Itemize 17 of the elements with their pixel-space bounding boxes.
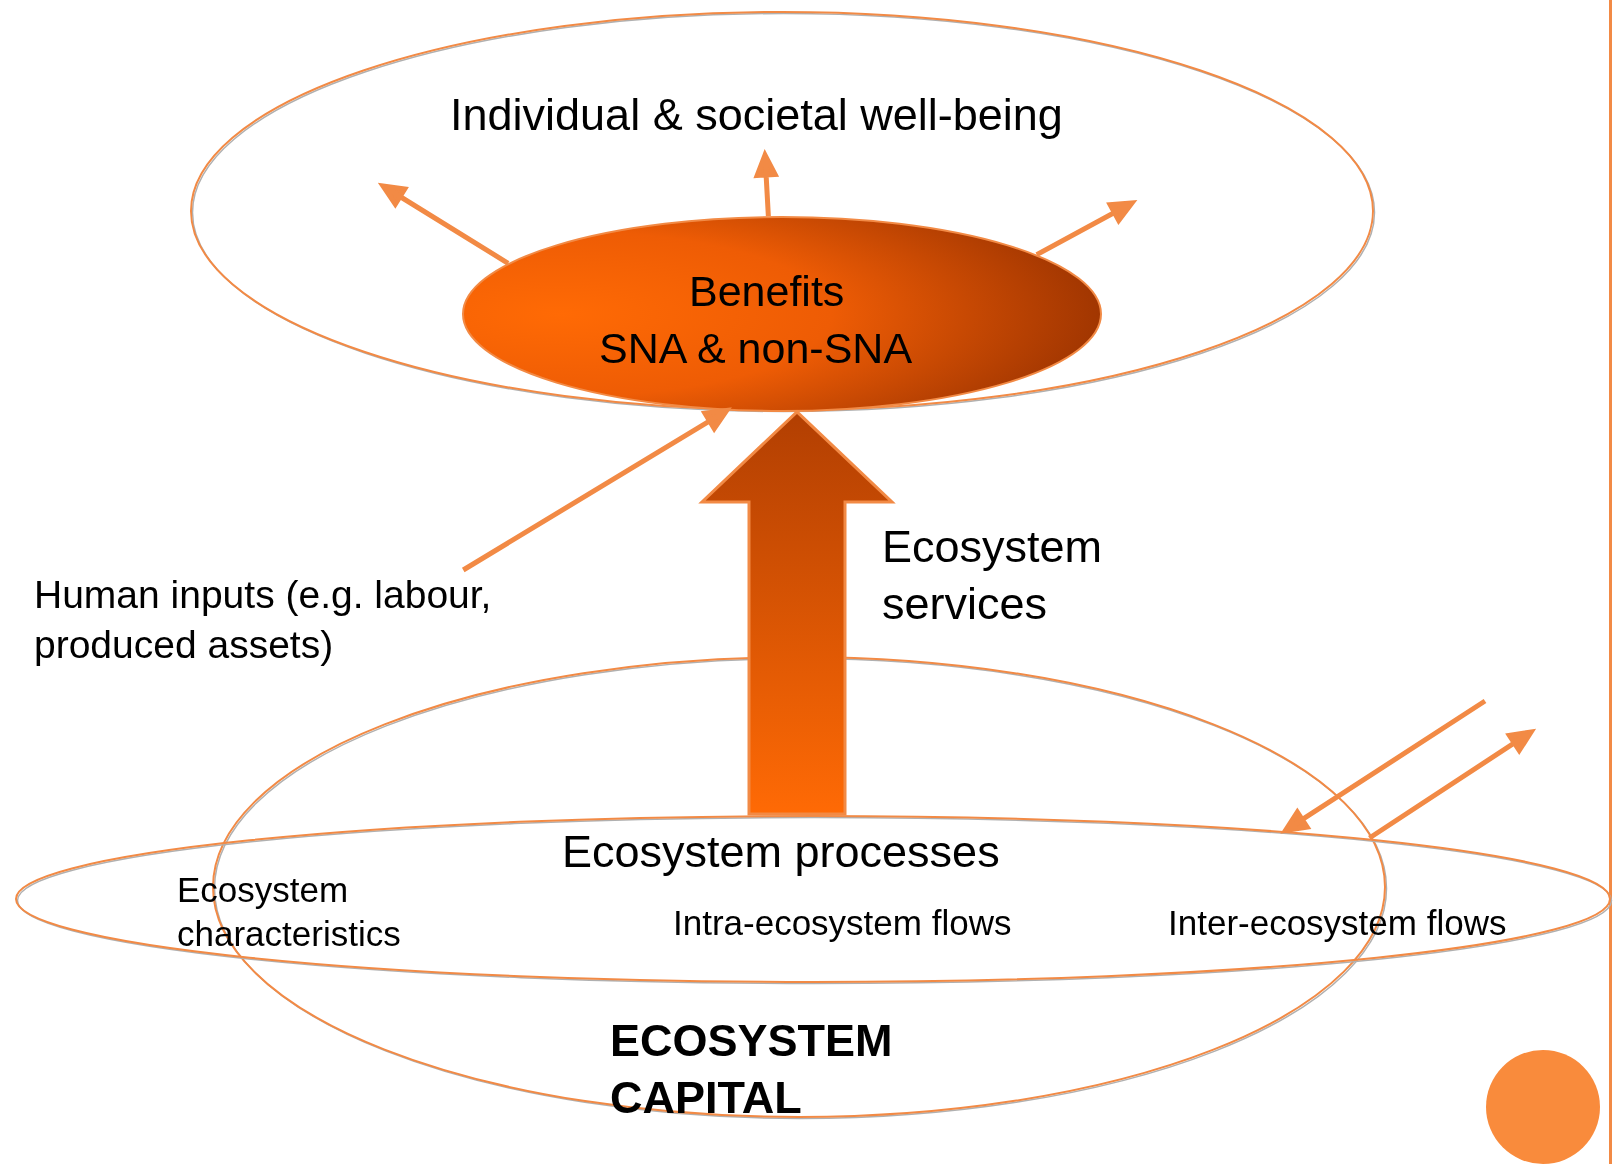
arrow [1366, 728, 1537, 841]
arrow [754, 148, 778, 219]
arrow [1034, 200, 1138, 258]
arrow [377, 182, 511, 266]
ellipse-outline [189, 10, 1375, 412]
ellipse-outline [14, 814, 1612, 984]
heading-text: Benefits [689, 266, 845, 317]
body-text: SNA & non-SNA [599, 323, 913, 374]
benefits-ellipse [462, 216, 1102, 412]
input-label: Human inputs (e.g. labour, produced assets) [34, 572, 493, 668]
flows-label: Intra-ecosystem flows [673, 902, 1012, 944]
processes-label: Ecosystem processes [562, 825, 1000, 879]
arrow [460, 407, 732, 573]
arrow [1280, 698, 1488, 834]
capital-label: ECOSYSTEM CAPITAL [610, 1014, 894, 1126]
heading-text: Individual & societal well-being [450, 88, 1063, 142]
block-arrow [698, 409, 896, 816]
